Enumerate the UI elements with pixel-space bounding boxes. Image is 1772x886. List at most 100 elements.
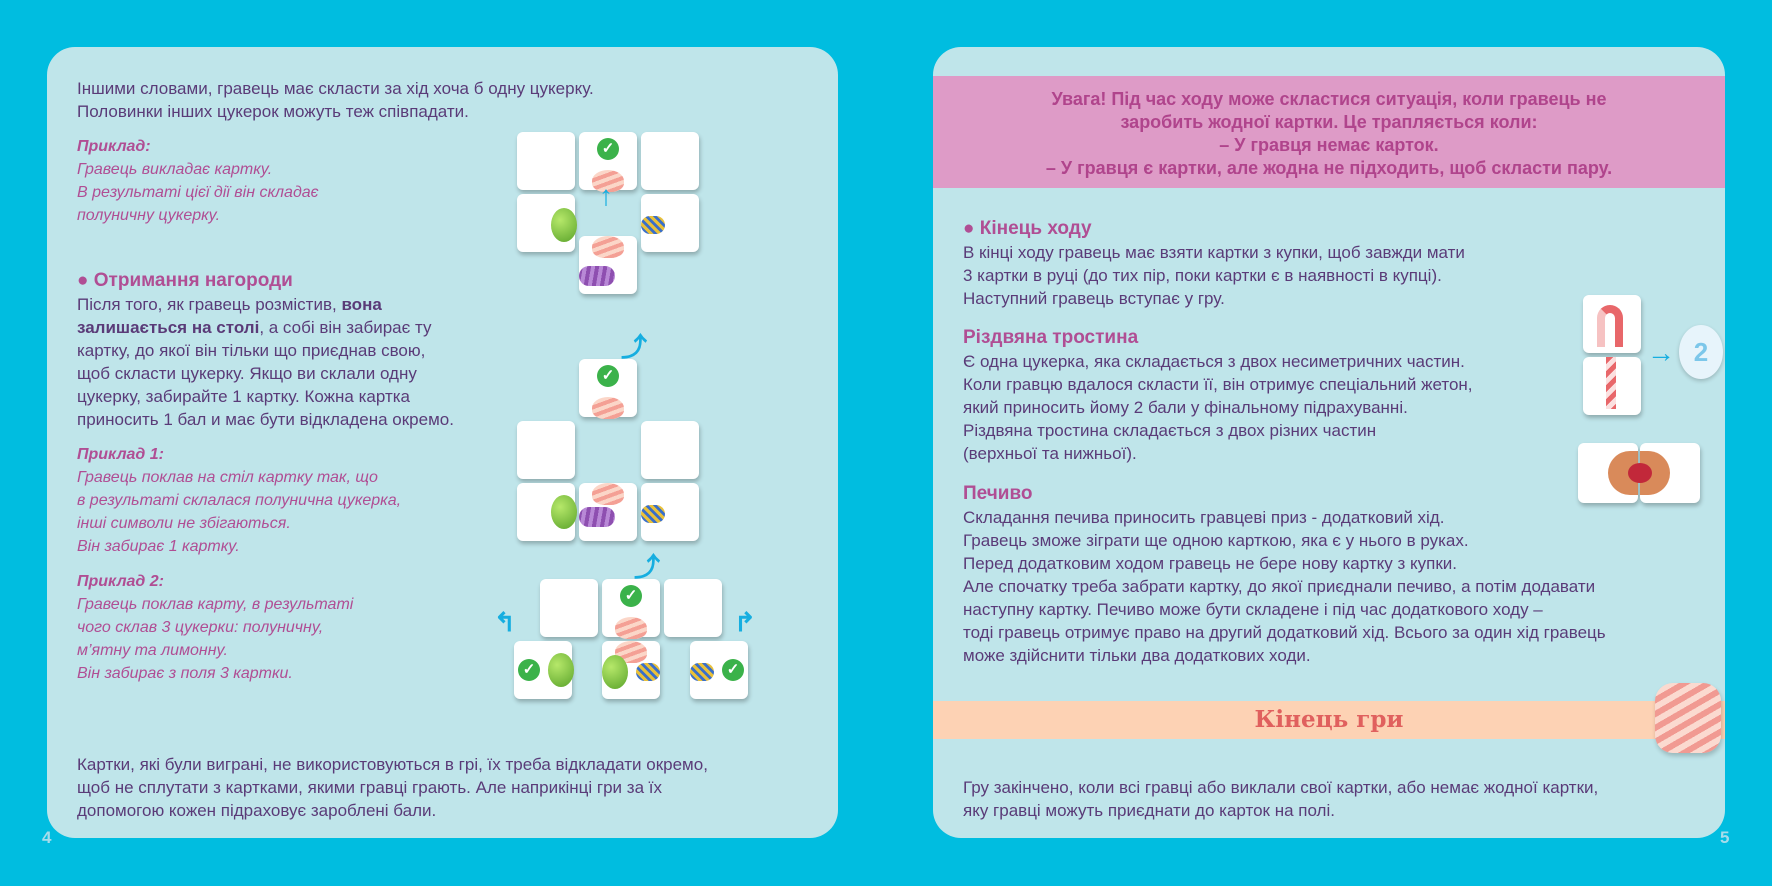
cookie-illustration bbox=[1578, 443, 1702, 507]
cane-top-tile bbox=[1583, 295, 1641, 353]
cookie-paragraph: Складання печива приносить гравцеві приз… bbox=[963, 506, 1703, 667]
cookie-heading: Печиво bbox=[963, 483, 1033, 504]
card-tile: ✓ bbox=[602, 579, 660, 639]
candy-cane-top-icon bbox=[1597, 305, 1623, 347]
arrow-up-icon: ↑ bbox=[599, 180, 613, 211]
strawberry-candy-icon bbox=[592, 397, 624, 419]
warning-line: Увага! Під час ходу може скластися ситуа… bbox=[1051, 89, 1607, 109]
candy-cane-line: який приносить йому 2 бали у фінальному … bbox=[963, 398, 1408, 417]
end-turn-line: 3 картки в руці (до тих пір, поки картки… bbox=[963, 266, 1442, 285]
intro-paragraph: Іншими словами, гравець має скласти за х… bbox=[77, 77, 717, 123]
card-tile: ✓ bbox=[579, 132, 637, 192]
card-tile: ✓ bbox=[579, 359, 637, 419]
example-line: полуничну цукерку. bbox=[77, 207, 221, 224]
end-game-line: яку гравці можуть приєднати до карток на… bbox=[963, 801, 1335, 820]
example-2-line: чого склав 3 цукерки: полуничну, bbox=[77, 619, 324, 636]
footer-paragraph: Картки, які були виграні, не використову… bbox=[77, 753, 817, 822]
reward-paragraph: Після того, як гравець розмістив, вона з… bbox=[77, 293, 517, 431]
strawberry-candy-icon bbox=[615, 617, 647, 639]
page-number-right: 5 bbox=[1720, 828, 1730, 847]
card-tile bbox=[517, 194, 577, 252]
reward-line: Після того, як гравець розмістив, вона bbox=[77, 295, 382, 314]
end-turn-line: Наступний гравець вступає у гру. bbox=[963, 289, 1225, 308]
mint-candy-icon bbox=[602, 655, 628, 689]
example-illustration: ✓ ↑ bbox=[517, 132, 717, 352]
candy-cane-paragraph: Є одна цукерка, яка складається з двох н… bbox=[963, 350, 1563, 465]
example-1-illustration: ⤴ ✓ bbox=[517, 327, 717, 567]
arrow-right-icon: → bbox=[1647, 337, 1675, 368]
card-tile bbox=[517, 132, 575, 190]
example-1-line: в результаті склалася полунична цукерка, bbox=[77, 492, 402, 509]
end-game-band: Кінець гри bbox=[933, 701, 1725, 739]
example-1-line: інші символи не збігаються. bbox=[77, 515, 291, 532]
candy-cane-line: (верхньої та нижньої). bbox=[963, 444, 1137, 463]
example-heading: Приклад: bbox=[77, 138, 151, 155]
card-tile bbox=[641, 132, 699, 190]
cookie-right-tile bbox=[1628, 443, 1700, 503]
grape-candy-icon bbox=[579, 266, 615, 286]
lemon-candy-icon bbox=[690, 663, 714, 681]
reward-line: приносить 1 бал и має бути відкладена ок… bbox=[77, 410, 454, 429]
check-icon: ✓ bbox=[620, 585, 642, 607]
check-icon: ✓ bbox=[597, 365, 619, 387]
mint-candy-icon bbox=[548, 653, 574, 687]
mint-candy-icon bbox=[551, 208, 577, 242]
candy-cane-illustration: → 2 bbox=[1583, 295, 1725, 475]
footer-line: Картки, які були виграні, не використову… bbox=[77, 755, 708, 774]
mint-candy-icon bbox=[551, 495, 577, 529]
token-value: 2 bbox=[1693, 337, 1709, 367]
candy-cane-line: Коли гравцю вдалося скласти її, він отри… bbox=[963, 375, 1473, 394]
strawberry-candy-icon bbox=[1655, 683, 1721, 753]
lemon-candy-icon bbox=[641, 505, 665, 523]
placed-card-tile bbox=[579, 236, 637, 294]
curved-arrow-left-icon: ↰ bbox=[494, 607, 516, 637]
reward-heading: ● Отримання нагороди bbox=[77, 270, 293, 291]
example-1-heading: Приклад 1: bbox=[77, 446, 164, 463]
check-icon: ✓ bbox=[722, 659, 744, 681]
footer-line: щоб не сплутати з картками, якими гравці… bbox=[77, 778, 662, 797]
strawberry-candy-icon bbox=[592, 170, 624, 192]
lemon-candy-icon bbox=[636, 663, 660, 681]
check-icon: ✓ bbox=[518, 659, 540, 681]
reward-line: цукерку, забирайте 1 картку. Кожна картк… bbox=[77, 387, 410, 406]
warning-line: – У гравця немає карток. bbox=[1219, 135, 1439, 155]
example-block: Приклад: Гравець викладає картку. В резу… bbox=[77, 135, 437, 227]
cane-bottom-tile bbox=[1583, 357, 1641, 415]
end-turn-line: В кінці ходу гравець має взяти картки з … bbox=[963, 243, 1465, 262]
end-turn-heading: ● Кінець ходу bbox=[963, 218, 1092, 239]
bonus-token: 2 bbox=[1679, 325, 1723, 379]
cookie-line: Складання печива приносить гравцеві приз… bbox=[963, 508, 1445, 527]
cookie-line: Гравець зможе зіграти ще одною карткою, … bbox=[963, 531, 1469, 550]
example-2-line: Він забирає з поля 3 картки. bbox=[77, 665, 293, 682]
card-tile bbox=[641, 483, 699, 541]
check-icon: ✓ bbox=[597, 138, 619, 160]
example-2-line: Гравець поклав карту, в результаті bbox=[77, 596, 354, 613]
cookie-line: може здійснити тільки два додаткових ход… bbox=[963, 646, 1311, 665]
strawberry-candy-icon bbox=[592, 236, 624, 258]
strawberry-candy-icon bbox=[592, 483, 624, 505]
example-line: В результаті цієї дії він складає bbox=[77, 184, 319, 201]
card-tile bbox=[517, 421, 575, 479]
card-tile bbox=[540, 579, 598, 637]
candy-cane-heading: Різдвяна тростина bbox=[963, 327, 1139, 348]
curved-arrow-right-icon: ↱ bbox=[734, 607, 756, 637]
end-game-paragraph: Гру закінчено, коли всі гравці або викла… bbox=[963, 776, 1703, 822]
card-tile: ✓ bbox=[514, 641, 574, 699]
page-number-left: 4 bbox=[42, 828, 52, 847]
example-2-block: Приклад 2: Гравець поклав карту, в резул… bbox=[77, 570, 457, 685]
curved-arrow-icon: ⤴ bbox=[634, 552, 661, 582]
card-tile: ✓ bbox=[690, 641, 748, 699]
warning-line: заробить жодної картки. Це трапляється к… bbox=[1120, 112, 1538, 132]
lemon-candy-icon bbox=[641, 216, 665, 234]
reward-line: щоб скласти цукерку. Якщо ви склали одну bbox=[77, 364, 417, 383]
candy-cane-line: Є одна цукерка, яка складається з двох н… bbox=[963, 352, 1465, 371]
example-2-illustration: ⤴ ✓ ↰ ↱ ✓ ✓ bbox=[494, 547, 764, 777]
strawberry-candy-icon bbox=[615, 641, 647, 663]
left-page: Іншими словами, гравець має скласти за х… bbox=[47, 47, 838, 838]
end-turn-paragraph: В кінці ходу гравець має взяти картки з … bbox=[963, 241, 1563, 310]
cookie-line: тоді гравець отримує право на другий дод… bbox=[963, 623, 1606, 642]
curved-arrow-icon: ⤴ bbox=[621, 332, 648, 362]
example-1-block: Приклад 1: Гравець поклав на стіл картку… bbox=[77, 443, 457, 558]
card-tile bbox=[641, 421, 699, 479]
candy-cane-line: Різдвяна тростина складається з двох різ… bbox=[963, 421, 1377, 440]
